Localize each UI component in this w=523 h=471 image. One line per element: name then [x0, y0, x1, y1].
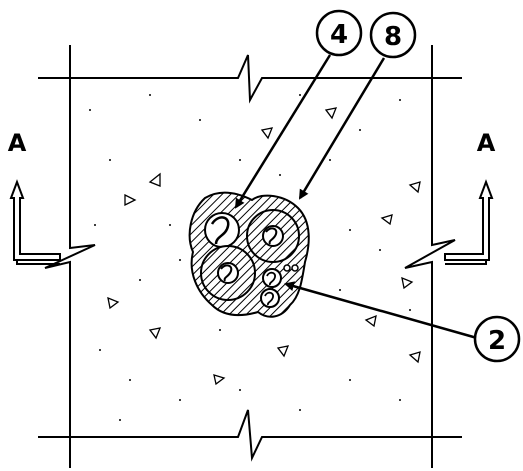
callout-8: 8	[369, 11, 417, 59]
callout-4: 4	[315, 9, 363, 57]
callout-2: 2	[473, 315, 521, 363]
slab-outline	[38, 45, 462, 468]
leader-2	[284, 281, 478, 340]
concrete-dots	[89, 94, 411, 421]
svg-text:2: 2	[488, 326, 506, 356]
cable-tiny	[283, 264, 299, 272]
svg-text:8: 8	[384, 22, 402, 52]
svg-text:4: 4	[330, 20, 348, 50]
leader-lines	[234, 54, 478, 340]
svg-text:A: A	[477, 129, 496, 157]
cable-small-2	[260, 288, 280, 308]
cable-small-1	[262, 268, 282, 288]
conduit-large-1	[204, 212, 240, 248]
section-marker-left: A	[8, 129, 61, 265]
section-arrow-left	[9, 179, 61, 261]
conduit-large-2	[246, 209, 300, 263]
leader-8	[298, 57, 386, 200]
section-arrow-right	[444, 179, 494, 261]
conduit-large-3	[200, 245, 256, 301]
leader-4	[234, 54, 332, 209]
concrete-stipple	[107, 107, 421, 386]
svg-text:A: A	[8, 129, 27, 157]
section-marker-right: A	[444, 129, 496, 265]
